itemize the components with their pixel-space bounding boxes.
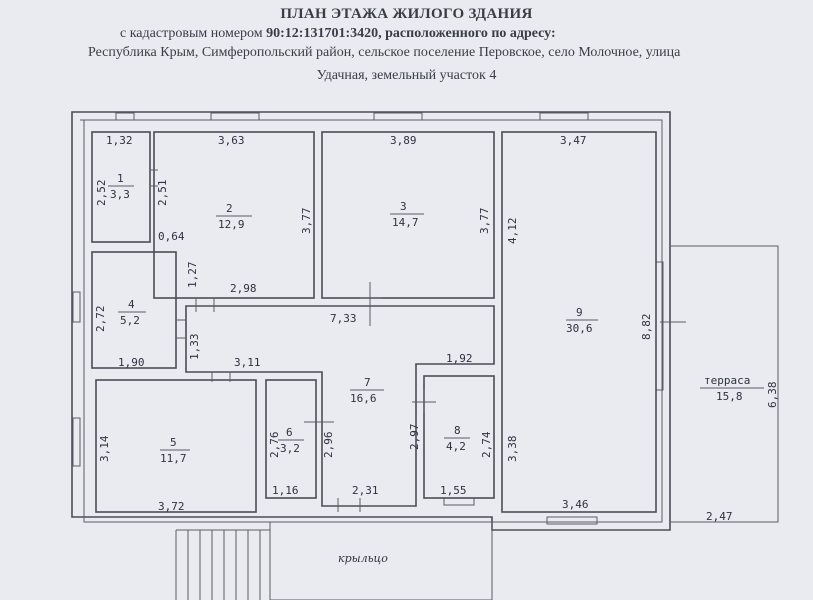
dim-r9-h3: 3,38 bbox=[506, 436, 519, 463]
room-3 bbox=[321, 131, 495, 299]
dim-hall-b: 2,31 bbox=[352, 484, 379, 497]
address-line-2: Удачная, земельный участок 4 bbox=[316, 68, 497, 83]
dim-r4-b: 1,90 bbox=[118, 356, 145, 369]
dim-r8-b: 1,55 bbox=[440, 484, 467, 497]
address-line-1: Республика Крым, Симферопольский район, … bbox=[88, 45, 681, 60]
dim-r6-b: 1,16 bbox=[272, 484, 299, 497]
dim-r5-h: 3,14 bbox=[98, 435, 111, 462]
room-9 bbox=[501, 131, 657, 513]
page-title: ПЛАН ЭТАЖА ЖИЛОГО ЗДАНИЯ bbox=[280, 6, 533, 22]
room-6-area: 3,2 bbox=[280, 442, 300, 455]
windows bbox=[72, 112, 664, 525]
room-3-area: 14,7 bbox=[392, 216, 419, 229]
dim-r6-h2: 2,96 bbox=[322, 432, 335, 459]
dim-r2-s: 1,27 bbox=[186, 262, 199, 289]
cadastral-line: с кадастровым номером 90:12:131701:3420,… bbox=[120, 26, 556, 42]
room-2-number: 2 bbox=[226, 202, 233, 215]
porch-label: крыльцо bbox=[338, 552, 388, 565]
room-5-number: 5 bbox=[170, 436, 177, 449]
cadastral-prefix: с кадастровым номером bbox=[120, 26, 267, 41]
doors bbox=[150, 169, 686, 512]
room-5 bbox=[95, 379, 257, 513]
room-4-area: 5,2 bbox=[120, 314, 140, 327]
dim-r2-b: 2,98 bbox=[230, 282, 257, 295]
dim-r6-h: 2,76 bbox=[268, 432, 281, 459]
dim-r1-h2: 2,51 bbox=[156, 180, 169, 207]
dim-r2-w: 3,63 bbox=[218, 134, 245, 147]
dim-r9-h2: 8,82 bbox=[640, 314, 653, 341]
room-7-number: 7 bbox=[364, 376, 371, 389]
room-7-area: 16,6 bbox=[350, 392, 377, 405]
dim-r3-w: 3,89 bbox=[390, 134, 417, 147]
room-1 bbox=[91, 131, 151, 243]
room-9-number: 9 bbox=[576, 306, 583, 319]
dim-terrace-b: 2,47 bbox=[706, 510, 733, 523]
room-1-area: 3,3 bbox=[110, 188, 130, 201]
dim-r2-h: 3,77 bbox=[300, 208, 313, 235]
terrace-outline bbox=[670, 245, 779, 523]
room-4-number: 4 bbox=[128, 298, 135, 311]
room-3-number: 3 bbox=[400, 200, 407, 213]
dim-r1-h: 2,52 bbox=[95, 180, 108, 207]
room-6 bbox=[265, 379, 317, 499]
room-2 bbox=[153, 131, 315, 299]
dim-r9-w: 3,47 bbox=[560, 134, 587, 147]
room-8 bbox=[423, 375, 495, 499]
room-2-area: 12,9 bbox=[218, 218, 245, 231]
room-5-area: 11,7 bbox=[160, 452, 187, 465]
dim-r5-b: 3,72 bbox=[158, 500, 185, 513]
dim-hall-w2: 1,92 bbox=[446, 352, 473, 365]
room-8-area: 4,2 bbox=[446, 440, 466, 453]
dim-r5-w: 3,11 bbox=[234, 356, 261, 369]
dim-r4-h: 2,72 bbox=[94, 306, 107, 333]
room-labels: 1 3,3 2 12,9 3 14,7 4 5,2 5 11,7 6 3,2 7… bbox=[108, 172, 764, 465]
outer-wall bbox=[71, 111, 671, 531]
dim-r9-h: 4,12 bbox=[506, 218, 519, 245]
dim-terrace-h: 6,38 bbox=[766, 382, 779, 409]
room-7-hall bbox=[185, 305, 495, 507]
dim-r2-c: 0,64 bbox=[158, 230, 185, 243]
cadastral-number: 90:12:131701:3420 bbox=[266, 26, 379, 41]
dim-r1-w: 1,32 bbox=[106, 134, 133, 147]
terrace-area: 15,8 bbox=[716, 390, 743, 403]
room-4 bbox=[91, 251, 177, 369]
porch-steps bbox=[175, 529, 270, 600]
dim-r9-b: 3,46 bbox=[562, 498, 589, 511]
dim-r3-h: 3,77 bbox=[478, 208, 491, 235]
room-8-number: 8 bbox=[454, 424, 461, 437]
dimension-labels: 1,32 2,52 2,51 3,63 3,77 2,98 1,27 0,64 … bbox=[94, 134, 779, 565]
cadastral-suffix: , расположенного по адресу: bbox=[378, 26, 556, 41]
dim-r8-h: 2,97 bbox=[408, 424, 421, 451]
room-1-number: 1 bbox=[117, 172, 124, 185]
porch-outline bbox=[269, 521, 493, 600]
dim-hall-w: 7,33 bbox=[330, 312, 357, 325]
terrace-name: терраса bbox=[704, 374, 750, 387]
dim-r8-h2: 2,74 bbox=[480, 431, 493, 458]
room-6-number: 6 bbox=[286, 426, 293, 439]
dim-r4-s: 1,33 bbox=[188, 334, 201, 361]
room-9-area: 30,6 bbox=[566, 322, 593, 335]
